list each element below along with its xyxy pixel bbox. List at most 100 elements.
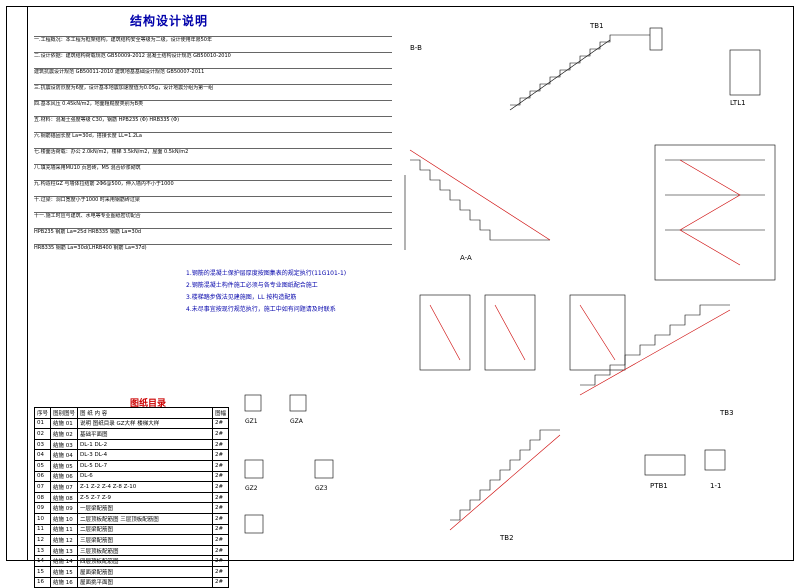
index-cell: 二层梁配筋图 (77, 523, 214, 536)
general-note: 3.楼梯踏步做法见建施图，LL 按构造配筋 (186, 294, 297, 301)
note-line: 建筑抗震设计规范 GB50011-2010 建筑地基基础设计规范 GB50007… (34, 68, 392, 76)
index-cell: 2# (212, 565, 230, 578)
index-cell: 结施 02 (50, 428, 79, 440)
index-cell: 04 (33, 449, 52, 461)
stair-tb1-slab (509, 39, 611, 111)
label-sec-aa: A-A (460, 254, 472, 262)
label-tb2: TB2 (499, 534, 514, 542)
index-cell: DL-6 (77, 470, 214, 483)
index-cell: 02 (33, 428, 52, 440)
index-cell: 2# (212, 576, 230, 588)
index-cell: Z-1 Z-2 Z-4 Z-8 Z-10 (77, 481, 214, 493)
index-cell: 二层顶板配筋图 三层顶板配筋图 (77, 512, 214, 525)
note-line: 一.工程概况：本工程为框架结构，建筑结构安全等级为二级，设计使用年限50年 (34, 36, 392, 44)
index-cell: 06 (33, 470, 52, 483)
label-pb1: PTB1 (650, 482, 668, 490)
note-line: 九.构造柱GZ 与墙体拉结筋 2Φ6@500，伸入墙内不小于1000 (34, 180, 392, 188)
index-cell: 11 (33, 523, 52, 536)
index-cell: 结施 06 (50, 470, 79, 483)
detail-section-11 (704, 449, 726, 471)
index-cell: 四层顶板配筋图 (77, 555, 214, 567)
index-cell: 结施 01 (50, 417, 79, 430)
index-cell: 三层梁配筋图 (77, 534, 214, 546)
index-cell: 2# (212, 438, 230, 451)
index-cell: Z-5 Z-7 Z-9 (77, 491, 214, 504)
label-gz1: GZ1 (245, 418, 258, 425)
index-cell: 基础平面图 (77, 428, 214, 440)
index-cell: 14 (33, 555, 52, 567)
index-cell: 结施 12 (50, 534, 79, 546)
index-cell: 03 (33, 438, 52, 451)
label-sec-bb: B-B (410, 44, 422, 52)
index-cell: 2# (212, 428, 230, 440)
index-cell: DL-1 DL-2 (77, 438, 214, 451)
index-cell: 一层梁配筋图 (77, 502, 214, 514)
index-cell: 16 (33, 576, 52, 588)
stair-aa-rebar (409, 149, 551, 241)
design-notes: 一.工程概况：本工程为框架结构，建筑结构安全等级为二级，设计使用年限50年二.设… (34, 36, 392, 416)
general-note: 1.钢筋的混凝土保护层厚度按图集表的规定执行(11G101-1) (186, 270, 347, 277)
notes-title: 结构设计说明 (130, 14, 209, 28)
note-line: 六.钢筋锚固长度 La=30d，搭接长度 LL=1.2La (34, 132, 392, 140)
plan-2 (484, 294, 536, 371)
index-cell: 结施 05 (50, 459, 79, 472)
index-cell: 结施 13 (50, 544, 79, 557)
index-title: 图纸目录 (130, 399, 167, 409)
title-strip (6, 6, 28, 561)
label-gz2: GZ2 (245, 485, 258, 492)
index-cell: 结施 09 (50, 502, 79, 514)
label-ltl1: LTL1 (730, 99, 746, 107)
index-cell: 05 (33, 459, 52, 472)
index-cell: 结施 04 (50, 449, 79, 461)
index-cell: 屋面挑平面图 (77, 576, 214, 588)
stair-tb1-beam (649, 27, 663, 51)
index-cell: 2# (212, 523, 230, 536)
sheet-border (6, 6, 794, 561)
index-cell: 08 (33, 491, 52, 504)
building-stair-flights (679, 159, 741, 266)
gz-details: GZ1 GZA GZ2 GZ3 (244, 394, 334, 534)
index-header-cell: 图幅 (212, 407, 230, 419)
index-cell: DL-3 DL-4 (77, 449, 214, 461)
index-cell: 15 (33, 565, 52, 578)
index-header-cell: 图别图号 (50, 407, 79, 419)
label-gza: GZA (290, 418, 304, 425)
index-cell: 2# (212, 544, 230, 557)
detail-beam-1 (644, 454, 686, 476)
label-gz3: GZ3 (315, 485, 328, 492)
index-cell: 13 (33, 544, 52, 557)
note-line: 十一.施工时应与建筑、水电等专业图纸密切配合 (34, 212, 392, 220)
note-line: 十.过梁：洞口宽度小于1000 时采用钢筋砖过梁 (34, 196, 392, 204)
index-cell: 2# (212, 502, 230, 514)
stair-tb1-profile (510, 34, 650, 106)
building-section (654, 144, 776, 281)
note-line: 八.填充墙采用MU10 页岩砖，M5 混合砂浆砌筑 (34, 164, 392, 172)
index-cell: 12 (33, 534, 52, 546)
index-cell: 01 (33, 417, 52, 430)
plan-3 (569, 294, 626, 371)
note-line: 二.设计依据：建筑结构荷载规范 GB50009-2012 混凝土结构设计规范 G… (34, 52, 392, 60)
note-line: 七.楼面活荷载：办公 2.0kN/m2，楼梯 3.5kN/m2，屋面 0.5kN… (34, 148, 392, 156)
index-cell: 结施 08 (50, 491, 79, 504)
index-cell: 2# (212, 512, 230, 525)
drawing-sheet: { "notes_title": "结构设计说明", "index_title"… (6, 6, 794, 588)
stair-aa-profile (410, 159, 550, 241)
note-line: 四.基本风压 0.45kN/m2，地面粗糙度类别为B类 (34, 100, 392, 108)
index-cell: 结施 10 (50, 512, 79, 525)
index-cell: DL-5 DL-7 (77, 459, 214, 472)
index-cell: 结施 15 (50, 565, 79, 578)
